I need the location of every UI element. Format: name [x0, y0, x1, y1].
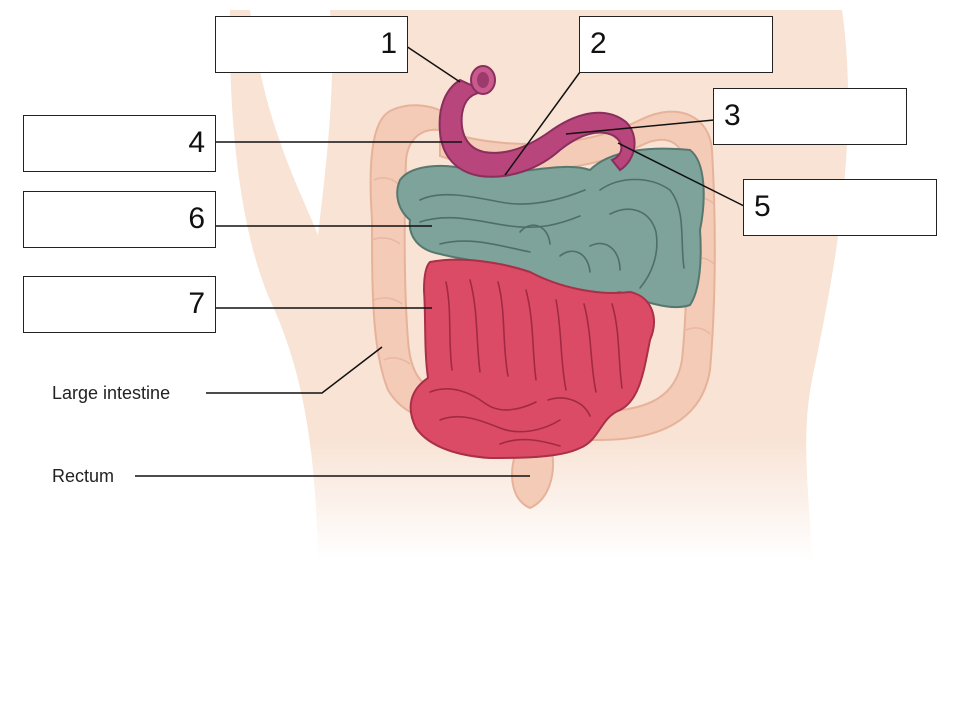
- label-box-3[interactable]: 3: [713, 88, 907, 145]
- jejunum: [396, 147, 705, 309]
- label-number-5: 5: [754, 190, 771, 223]
- large-intestine-label: Large intestine: [52, 383, 171, 403]
- label-number-3: 3: [724, 99, 741, 132]
- label-number-7: 7: [188, 287, 205, 320]
- label-number-1: 1: [380, 27, 397, 60]
- label-box-1[interactable]: 1: [215, 16, 408, 73]
- leader-line-5: [617, 142, 745, 207]
- leader-lines: [135, 45, 745, 477]
- label-number-6: 6: [188, 202, 205, 235]
- label-number-4: 4: [188, 126, 205, 159]
- leader-line-3: [565, 119, 715, 135]
- leader-line-2: [504, 71, 581, 176]
- leader-line-1: [405, 45, 461, 83]
- label-number-2: 2: [590, 27, 607, 60]
- label-box-5[interactable]: 5: [743, 179, 937, 236]
- label-box-4[interactable]: 4: [23, 115, 216, 172]
- label-box-7[interactable]: 7: [23, 276, 216, 333]
- leader-line-large-intestine: [206, 346, 383, 394]
- label-box-2[interactable]: 2: [579, 16, 773, 73]
- ileum: [409, 258, 655, 460]
- label-box-6[interactable]: 6: [23, 191, 216, 248]
- rectum-label: Rectum: [52, 466, 115, 486]
- duodenum: [438, 65, 636, 178]
